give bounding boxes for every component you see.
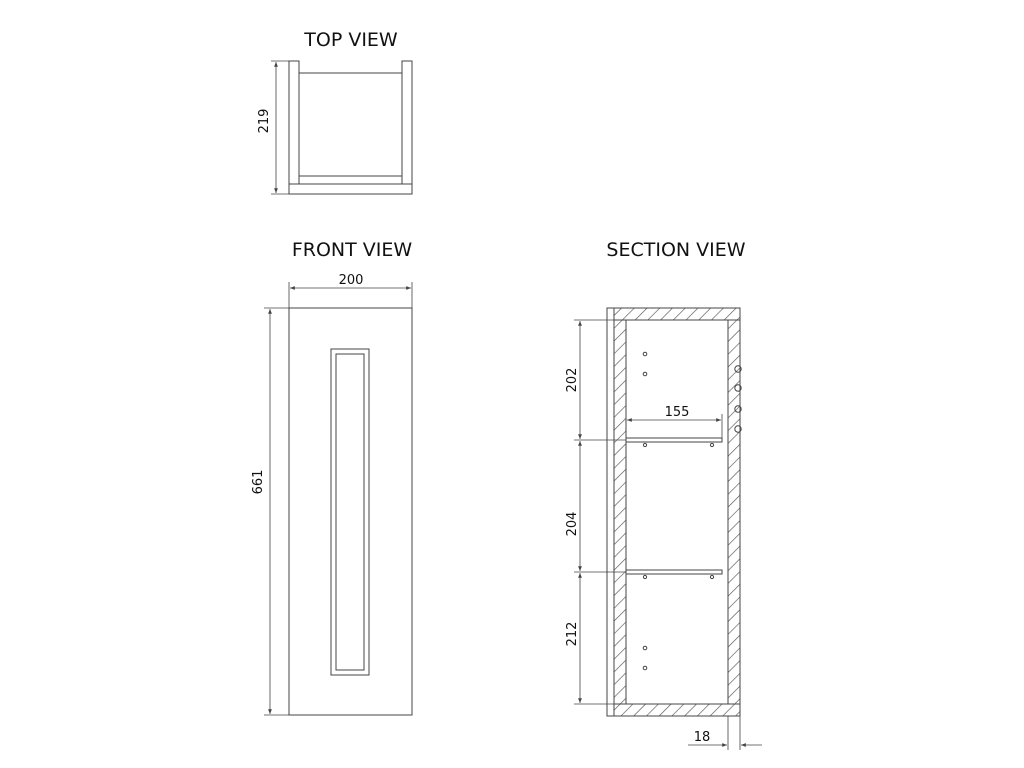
section-top-dimension-label: 202 <box>565 368 580 393</box>
section-shelf-upper <box>625 437 723 443</box>
front-height-dimension-label: 661 <box>251 470 266 495</box>
section-view: SECTION VIEW 202 204 <box>565 239 762 750</box>
fixing-hole <box>734 425 742 433</box>
hinge-hole <box>642 351 648 357</box>
front-width-dimension-label: 200 <box>339 273 364 288</box>
section-view-title: SECTION VIEW <box>606 239 745 261</box>
top-view-left-panel <box>288 60 300 185</box>
fixing-hole <box>734 384 742 392</box>
section-middle-dimension-label: 204 <box>565 512 580 537</box>
shelf-pin <box>709 574 715 580</box>
section-front-wall <box>613 319 627 705</box>
section-back-wall <box>727 319 741 705</box>
hinge-hole <box>642 665 648 671</box>
top-view-right-panel <box>401 60 413 185</box>
top-depth-dimension-label: 219 <box>257 109 272 134</box>
front-view-title: FRONT VIEW <box>292 239 413 261</box>
section-shelf-lower <box>625 569 723 575</box>
shelf-pin <box>642 574 648 580</box>
section-bottom-panel <box>613 703 741 717</box>
top-view-title: TOP VIEW <box>303 29 398 51</box>
fixing-hole <box>734 365 742 373</box>
hinge-hole <box>642 645 648 651</box>
wall-thickness-dimension-label: 18 <box>694 730 711 745</box>
shelf-depth-dimension-label: 155 <box>665 405 690 420</box>
top-view: TOP VIEW 219 <box>257 29 413 195</box>
shelf-pin <box>709 442 715 448</box>
front-view-handle-outer <box>330 348 370 676</box>
section-door-profile <box>606 307 615 717</box>
hinge-hole <box>642 371 648 377</box>
front-view: FRONT VIEW 200 661 <box>251 239 413 716</box>
front-view-handle-inner <box>335 353 365 671</box>
fixing-hole <box>734 405 742 413</box>
section-top-panel <box>613 307 741 321</box>
front-view-door <box>288 307 413 716</box>
top-view-door <box>288 183 413 195</box>
shelf-pin <box>642 442 648 448</box>
section-bottom-dimension-label: 212 <box>565 622 580 647</box>
